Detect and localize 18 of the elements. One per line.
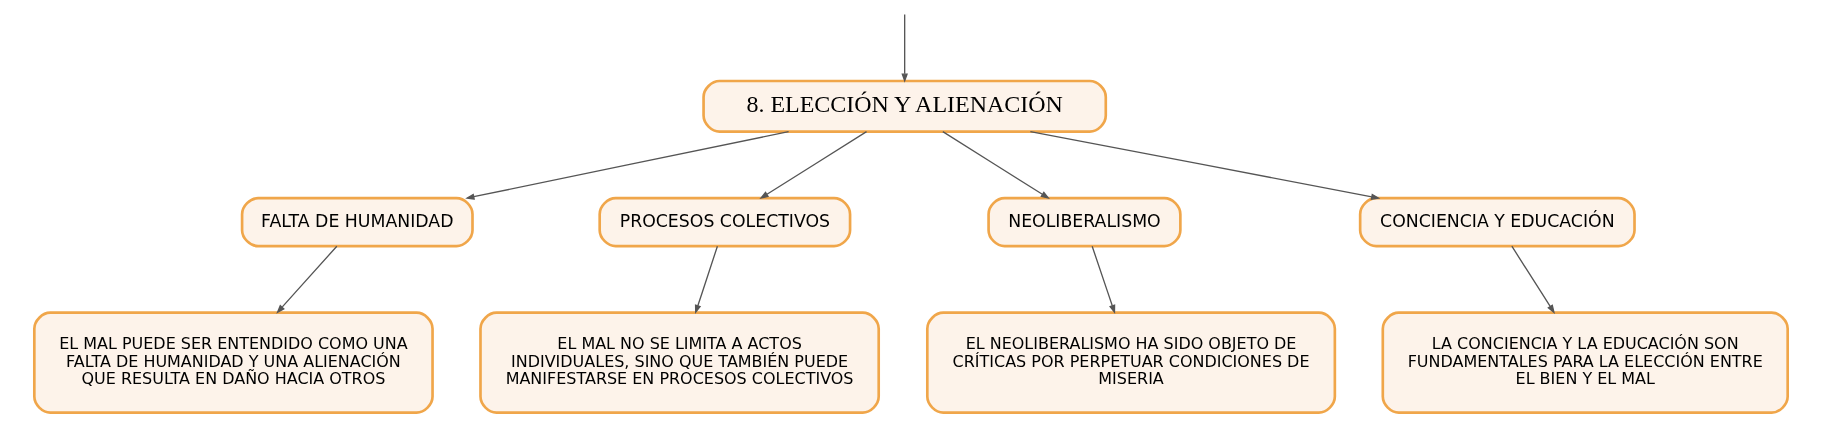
arrow [1029,130,1380,200]
arrow [1091,245,1115,315]
arrow [275,245,337,314]
node-box: LA CONCIENCIA Y LA EDUCACIÓN SON FUNDAMENTALES PARA LA ELECCIÓN ENTRE EL BIEN Y EL MAL [1380,311,1789,414]
arrow [941,130,1050,200]
node-box: EL NEOLIBERALISMO HA SIDO OBJETO DE CRÍTICAS POR PERPETUAR CONDICIONES DE MISERIA [925,311,1336,414]
node-box: EL MAL PUEDE SER ENTENDIDO COMO UNA FALTA DE HUMANIDAD Y UNA ALIENACIÓN QUE RESULTA EN DAÑO HACIA OTROS [32,311,434,414]
arrow [694,245,718,315]
node-box: FALTA DE HUMANIDAD [240,196,474,248]
node-box: NEOLIBERALISMO [986,196,1182,248]
node-box: PROCESOS COLECTIVOS [597,196,851,248]
node-box: EL MAL NO SE LIMITA A ACTOS INDIVIDUALES, SINO QUE TAMBIÉN PUEDE MANIFESTARSE EN PROCESOS COLECTIVOS [478,311,880,414]
node-box: 8. ELECCIÓN Y ALIENACIÓN [701,79,1107,133]
arrow [1510,245,1555,314]
node-box: CONCIENCIA Y EDUCACIÓN [1358,196,1636,248]
arrow [900,13,908,83]
arrow [758,130,867,200]
arrow [464,130,789,200]
